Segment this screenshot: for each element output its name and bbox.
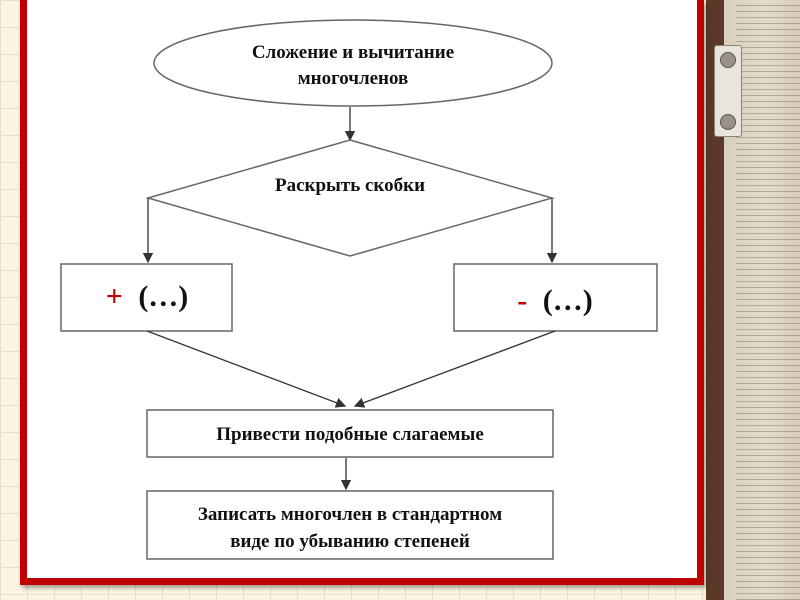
ruler-decoration <box>706 0 800 600</box>
screw-icon <box>720 114 736 130</box>
left-branch-text: + (…) <box>106 280 189 313</box>
step1-box <box>146 409 554 458</box>
decision-text: Раскрыть скобки <box>275 175 425 196</box>
decision-diamond <box>145 139 555 257</box>
start-ellipse <box>153 19 553 107</box>
right-branch-text: - (…) <box>517 284 592 317</box>
step2-text-line2: виде по убыванию степеней <box>230 531 470 552</box>
start-text-line2: многочленов <box>298 68 409 89</box>
arrow-left-step1 <box>146 330 347 408</box>
arrow-right-step1 <box>353 330 556 408</box>
start-text-line1: Сложение и вычитание <box>252 42 454 63</box>
left-branch-paren: (…) <box>138 280 188 313</box>
right-branch-box <box>453 263 658 332</box>
screw-icon <box>720 52 736 68</box>
step2-box <box>146 490 554 560</box>
left-branch-box <box>60 263 233 332</box>
step1-text: Привести подобные слагаемые <box>216 424 484 445</box>
ruler-clip <box>714 45 742 137</box>
minus-sign: - <box>517 284 527 317</box>
ruler-ticks <box>736 0 800 600</box>
right-branch-paren: (…) <box>543 284 593 317</box>
step2-text-line1: Записать многочлен в стандартном <box>198 504 502 525</box>
plus-sign: + <box>106 280 123 313</box>
